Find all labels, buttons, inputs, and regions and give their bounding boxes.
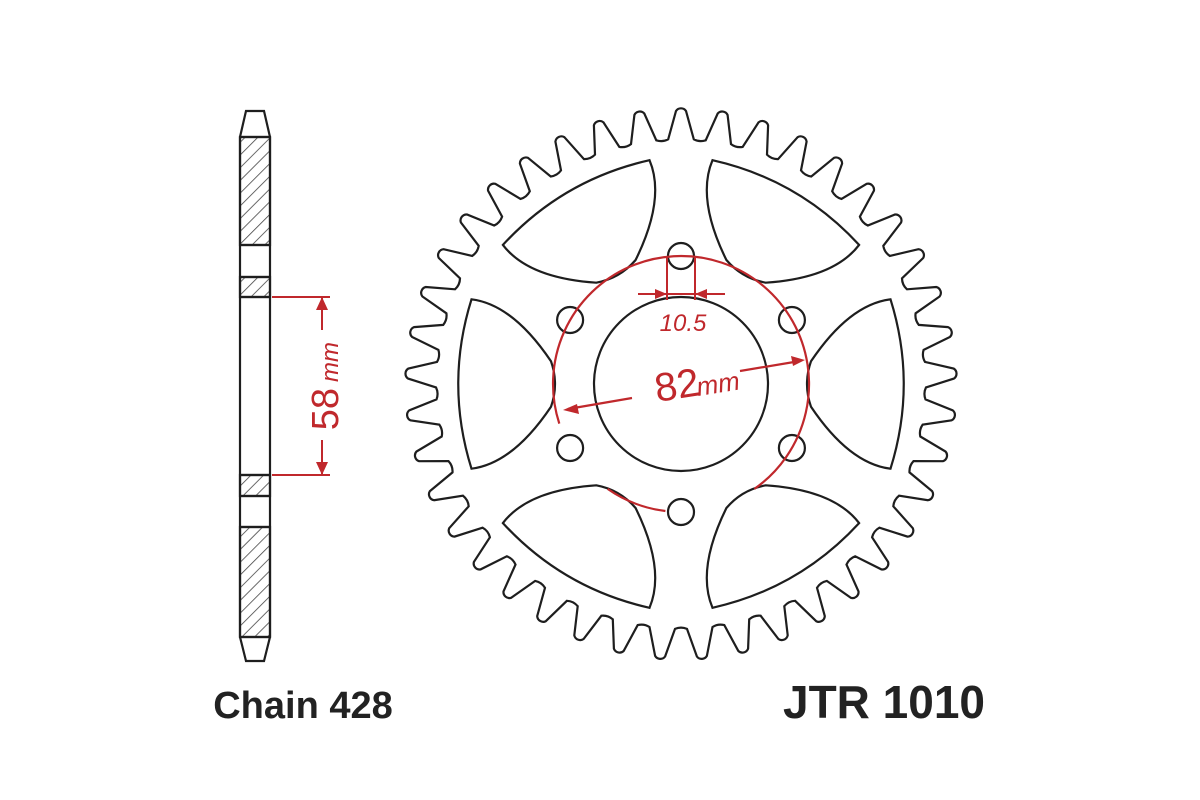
hatch-upper-hub	[238, 275, 272, 299]
bolt-hole	[555, 433, 585, 463]
pcd-unit: mm	[694, 366, 741, 402]
pcd-dimension	[551, 254, 811, 513]
bore-value: 58	[305, 388, 347, 430]
bolt-hole	[666, 497, 696, 527]
hatch-bottom	[238, 525, 272, 639]
lightening-window	[501, 484, 657, 610]
bolt-hole	[777, 305, 807, 335]
profile-outline	[238, 109, 272, 663]
chain-label: Chain 428	[213, 685, 393, 727]
sprocket-teeth-outline	[404, 107, 958, 660]
lightening-window	[805, 298, 905, 470]
hatch-lower-hub	[238, 473, 272, 498]
lightening-window	[501, 158, 657, 284]
sprocket-side-profile	[238, 109, 272, 663]
center-bore	[592, 295, 770, 473]
bolt-hole-value: 10.5	[660, 310, 707, 337]
lightening-window	[457, 298, 557, 470]
lightening-window	[705, 158, 861, 284]
hatch-top	[238, 135, 272, 247]
lightening-window	[705, 484, 861, 610]
bore-dimension	[272, 296, 330, 476]
bolt-hole	[555, 305, 585, 335]
bolt-hole-dimension	[638, 258, 725, 300]
bore-unit: mm	[317, 342, 344, 382]
pcd-arc-lower	[606, 487, 666, 513]
pcd-arc-main	[551, 254, 811, 490]
part-number-label: JTR 1010	[783, 676, 985, 728]
pcd-value: 82	[652, 360, 703, 410]
bolt-hole	[777, 433, 807, 463]
sprocket-front-view	[404, 107, 958, 660]
